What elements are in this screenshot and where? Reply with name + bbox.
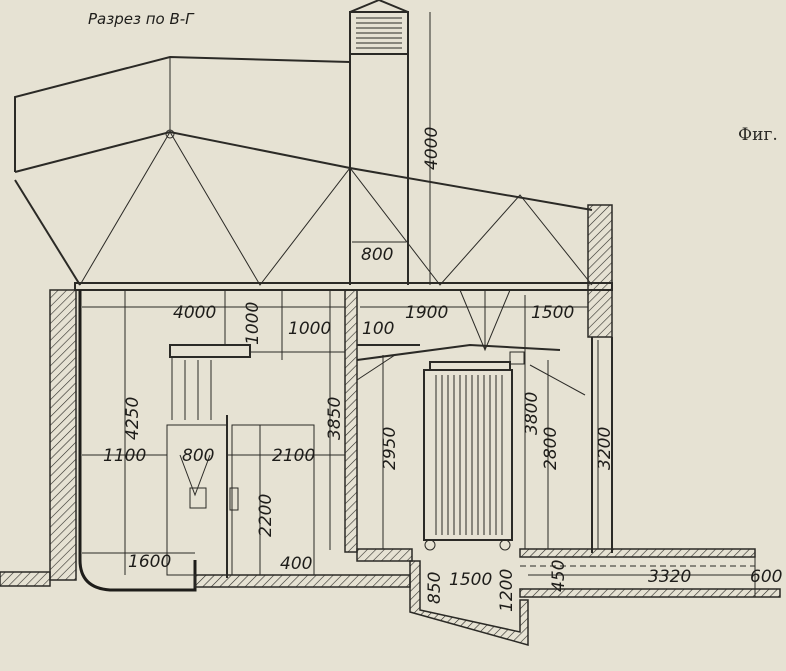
partition-wall	[344, 289, 358, 553]
dim-channel-depth: 450	[549, 560, 569, 592]
dim-mid-height: 3850	[325, 397, 345, 440]
dim-left-room-height: 4250	[123, 397, 143, 440]
dim-transformer-span: 1900	[405, 303, 448, 323]
switchgear-cell	[166, 290, 345, 578]
dim-bracket-height: 2950	[380, 427, 400, 470]
dim-right-span: 1500	[531, 303, 574, 323]
dim-busbar-drop: 1000	[243, 302, 263, 345]
dim-pit-depth-left: 850	[425, 572, 445, 604]
dimension-lines	[82, 290, 755, 576]
dim-door-height: 2200	[256, 494, 276, 537]
transformer	[356, 289, 586, 551]
right-wall	[587, 204, 613, 338]
dim-left-span: 4000	[173, 303, 216, 323]
figure-label: Фиг.	[738, 125, 778, 145]
dim-vent-height: 4000	[422, 127, 442, 170]
ceiling-slab	[74, 282, 613, 291]
door	[231, 424, 315, 576]
dim-floor-width: 1600	[128, 552, 171, 572]
dim-door-span: 2100	[272, 446, 315, 466]
ventilation-shaft	[349, 0, 431, 285]
floor-right	[519, 548, 756, 558]
dim-wall-gap: 100	[362, 319, 394, 339]
oil-pit	[409, 560, 529, 646]
dim-right-wall-height: 3200	[595, 427, 615, 470]
dim-channel-height: 600	[750, 567, 782, 587]
floor-mid	[356, 548, 413, 562]
left-wall	[49, 289, 77, 581]
dim-transformer-room-height: 3800	[522, 392, 542, 435]
dim-sill: 400	[280, 554, 312, 574]
dim-channel-length: 3320	[648, 567, 691, 587]
dim-aisle-width: 1100	[103, 446, 146, 466]
channel-bottom	[519, 588, 781, 598]
dim-busbar-offset: 1000	[288, 319, 331, 339]
dim-pit-depth-right: 1200	[497, 569, 517, 612]
roof-truss	[14, 55, 593, 286]
ground-left	[0, 571, 51, 587]
cable-trench	[78, 290, 197, 592]
section-title: Разрез по В-Г	[88, 10, 195, 28]
dim-right-bracket-height: 2800	[541, 427, 561, 470]
dim-cell-width: 800	[182, 446, 214, 466]
dim-vent-width: 800	[361, 245, 393, 265]
dim-pit-width: 1500	[449, 570, 492, 590]
